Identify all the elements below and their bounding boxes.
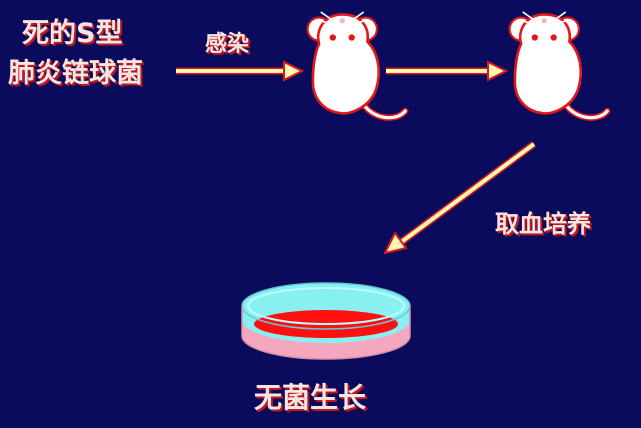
infect-label: 感染	[205, 32, 250, 57]
mouse-icon-first	[308, 12, 406, 117]
mouse-icon-second	[510, 12, 608, 117]
arrow-culture	[383, 141, 537, 255]
arrow-infect	[176, 60, 305, 82]
bacteria-label-line2: 肺炎链球菌	[8, 58, 143, 89]
petri-dish-icon	[241, 282, 411, 360]
arrow-transfer	[386, 60, 509, 82]
culture-label: 取血培养	[495, 210, 591, 238]
bacteria-label-line1: 死的S型	[22, 18, 123, 49]
result-label: 无菌生长	[254, 381, 367, 414]
